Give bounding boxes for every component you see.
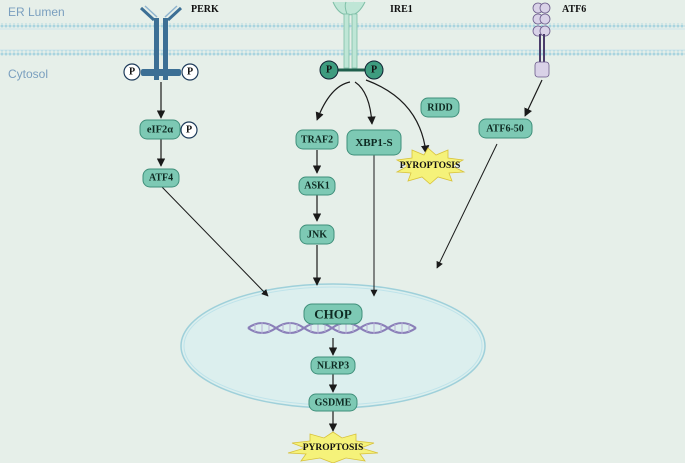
pyroptosis-burst-bottom: PYROPTOSIS	[287, 431, 379, 463]
arrow-ire1-to-xbp1s	[354, 81, 376, 125]
atf6-50-node: ATF6-50	[478, 118, 533, 139]
eif2a-label: eIF2α	[147, 125, 173, 136]
perk-phospho-right-label: P	[187, 67, 193, 78]
arrow-atf4-to-nucleus	[161, 186, 269, 297]
ire1-label: IRE1	[390, 4, 413, 15]
arrow-ire1-to-pyroptosis	[365, 79, 430, 154]
er-lumen-label: ER Lumen	[8, 5, 65, 19]
atf4-node: ATF4	[142, 168, 180, 188]
nlrp3-label: NLRP3	[317, 361, 349, 372]
atf6-label: ATF6	[562, 4, 586, 15]
pyroptosis-burst-top: PYROPTOSIS	[395, 147, 466, 185]
gsdme-node: GSDME	[308, 393, 358, 412]
perk-receptor-icon	[139, 5, 183, 80]
arrow-ire1-to-traf2	[315, 81, 351, 121]
perk-label: PERK	[191, 4, 219, 15]
ask1-label: ASK1	[304, 181, 330, 192]
ire1-phospho-left-icon	[319, 60, 339, 80]
ridd-label: RIDD	[427, 103, 453, 114]
traf2-node: TRAF2	[295, 129, 339, 150]
pyroptosis-bottom-label: PYROPTOSIS	[303, 443, 364, 453]
perk-phospho-right-icon	[181, 63, 199, 81]
xbp1s-node: XBP1-S	[346, 129, 402, 156]
jnk-label: JNK	[307, 230, 327, 241]
pyroptosis-top-label: PYROPTOSIS	[400, 161, 461, 171]
atf6-receptor-icon	[532, 2, 551, 78]
chop-node: CHOP	[303, 303, 363, 325]
atf6-50-label: ATF6-50	[486, 124, 524, 135]
eif2a-node: eIF2α	[139, 119, 181, 140]
atf4-label: ATF4	[149, 173, 173, 184]
xbp1s-label: XBP1-S	[355, 137, 392, 149]
chop-label: CHOP	[314, 307, 352, 322]
perk-phospho-left-label: P	[129, 67, 135, 78]
nlrp3-node: NLRP3	[310, 356, 356, 375]
gsdme-label: GSDME	[315, 398, 352, 409]
arrow-atf650-to-nucleus	[436, 143, 498, 269]
er-membrane	[0, 23, 685, 56]
ire1-phospho-left-label: P	[326, 65, 332, 76]
ire1-phospho-right-label: P	[371, 65, 377, 76]
pathway-arrows	[156, 79, 543, 432]
ask1-node: ASK1	[298, 176, 336, 196]
jnk-node: JNK	[299, 224, 335, 245]
arrow-atf6-to-atf650	[524, 79, 543, 117]
cytosol-label: Cytosol	[8, 67, 48, 81]
ire1-receptor-icon	[332, 1, 366, 72]
perk-phospho-left-icon	[123, 63, 141, 81]
ire1-phospho-right-icon	[364, 60, 384, 80]
traf2-label: TRAF2	[301, 135, 333, 146]
eif2a-phospho-label: P	[186, 125, 192, 136]
ridd-node: RIDD	[420, 97, 460, 118]
dna-helix-icon	[247, 322, 417, 334]
eif2a-phospho-icon	[180, 121, 198, 139]
